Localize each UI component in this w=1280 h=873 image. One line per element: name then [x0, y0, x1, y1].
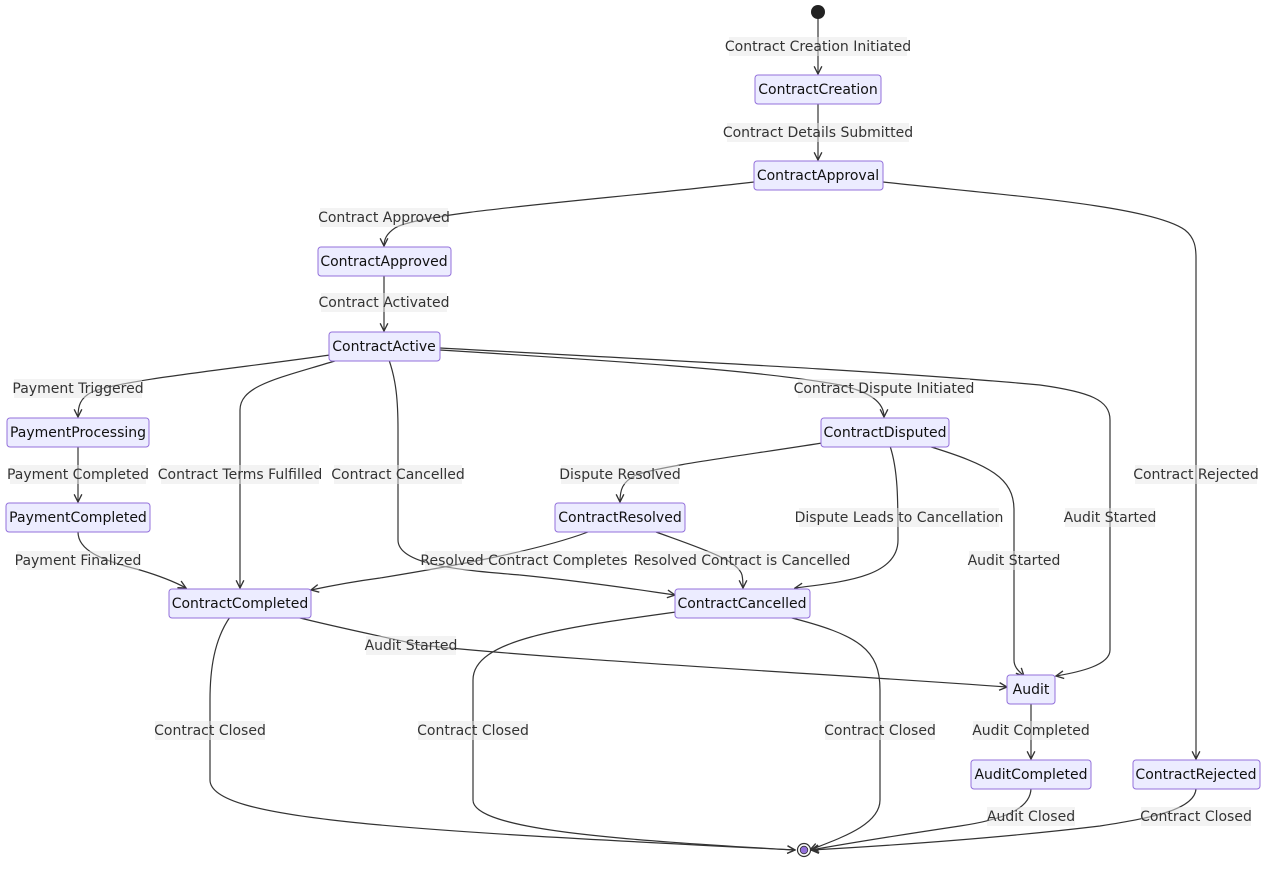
label-resolved-contract-completes: Resolved Contract Completes	[420, 551, 628, 570]
svg-text:Audit: Audit	[1013, 682, 1050, 698]
label-contract-terms-fulfilled: Contract Terms Fulfilled	[158, 465, 323, 484]
svg-text:Contract Creation Initiated: Contract Creation Initiated	[725, 39, 911, 55]
svg-text:Contract Activated: Contract Activated	[319, 295, 450, 311]
label-audit-started-disputed: Audit Started	[968, 551, 1061, 570]
svg-text:Contract Details Submitted: Contract Details Submitted	[723, 125, 913, 141]
svg-text:Audit Started: Audit Started	[1064, 510, 1157, 526]
svg-text:Contract Closed: Contract Closed	[417, 723, 529, 739]
start-state-dot	[811, 5, 825, 19]
svg-text:Contract Cancelled: Contract Cancelled	[331, 467, 465, 483]
label-contract-creation-initiated: Contract Creation Initiated	[725, 37, 911, 56]
label-contract-approved: Contract Approved	[318, 208, 450, 227]
state-audit: Audit	[1006, 674, 1056, 705]
svg-text:PaymentProcessing: PaymentProcessing	[10, 425, 146, 441]
label-audit-completed: Audit Completed	[972, 721, 1090, 740]
state-contract-approved: ContractApproved	[317, 246, 452, 277]
state-contract-active: ContractActive	[328, 331, 441, 362]
state-contract-disputed: ContractDisputed	[820, 417, 950, 448]
label-audit-started-completed: Audit Started	[365, 636, 458, 655]
svg-text:ContractDisputed: ContractDisputed	[824, 425, 947, 441]
svg-text:Contract Closed: Contract Closed	[154, 723, 266, 739]
svg-text:ContractActive: ContractActive	[332, 339, 436, 355]
label-contract-details-submitted: Contract Details Submitted	[723, 123, 913, 142]
label-contract-closed-rejected: Contract Closed	[1140, 807, 1252, 826]
svg-text:Resolved Contract Completes: Resolved Contract Completes	[420, 553, 627, 569]
state-contract-resolved: ContractResolved	[554, 502, 686, 533]
state-contract-creation: ContractCreation	[754, 74, 882, 105]
label-payment-finalized: Payment Finalized	[15, 551, 142, 570]
svg-text:Audit Completed: Audit Completed	[972, 723, 1090, 739]
svg-text:Audit Closed: Audit Closed	[987, 809, 1075, 825]
transition-labels: Contract Creation Initiated Contract Det…	[7, 37, 1259, 826]
label-dispute-leads-to-cancellation: Dispute Leads to Cancellation	[795, 508, 1004, 527]
svg-text:ContractCancelled: ContractCancelled	[677, 596, 806, 612]
svg-text:AuditCompleted: AuditCompleted	[974, 767, 1087, 783]
svg-text:Contract Terms Fulfilled: Contract Terms Fulfilled	[158, 467, 323, 483]
state-audit-completed: AuditCompleted	[970, 759, 1092, 790]
svg-text:ContractRejected: ContractRejected	[1135, 767, 1256, 783]
label-contract-dispute-initiated: Contract Dispute Initiated	[794, 379, 975, 398]
svg-text:Dispute Resolved: Dispute Resolved	[559, 467, 681, 483]
end-state-marker	[796, 842, 812, 858]
label-contract-closed-completed: Contract Closed	[154, 721, 266, 740]
label-contract-cancelled: Contract Cancelled	[331, 465, 465, 484]
svg-text:Dispute Leads to Cancellation: Dispute Leads to Cancellation	[795, 510, 1004, 526]
state-contract-rejected: ContractRejected	[1132, 759, 1261, 790]
state-payment-completed: PaymentCompleted	[5, 502, 151, 533]
svg-text:Contract Rejected: Contract Rejected	[1133, 467, 1259, 483]
svg-text:Contract Closed: Contract Closed	[824, 723, 936, 739]
svg-text:Payment Triggered: Payment Triggered	[12, 381, 143, 397]
state-contract-completed: ContractCompleted	[168, 588, 312, 619]
svg-text:ContractApproval: ContractApproval	[757, 168, 879, 184]
state-nodes: ContractCreation ContractApproval Contra…	[5, 74, 1261, 790]
svg-text:Contract Approved: Contract Approved	[318, 210, 450, 226]
svg-text:Resolved Contract is Cancelled: Resolved Contract is Cancelled	[634, 553, 851, 569]
svg-text:Audit Started: Audit Started	[365, 638, 458, 654]
svg-text:PaymentCompleted: PaymentCompleted	[9, 510, 147, 526]
svg-text:Contract Dispute Initiated: Contract Dispute Initiated	[794, 381, 975, 397]
label-resolved-contract-is-cancelled: Resolved Contract is Cancelled	[634, 551, 851, 570]
label-payment-triggered: Payment Triggered	[12, 379, 144, 398]
svg-text:ContractCreation: ContractCreation	[758, 82, 877, 98]
label-contract-activated: Contract Activated	[319, 293, 450, 312]
label-payment-completed: Payment Completed	[7, 465, 149, 484]
svg-text:ContractCompleted: ContractCompleted	[172, 596, 309, 612]
svg-text:ContractResolved: ContractResolved	[558, 510, 681, 526]
state-payment-processing: PaymentProcessing	[6, 417, 150, 448]
label-contract-closed-cancelled-left: Contract Closed	[417, 721, 529, 740]
svg-text:Contract Closed: Contract Closed	[1140, 809, 1252, 825]
label-contract-closed-cancelled-right: Contract Closed	[824, 721, 936, 740]
label-contract-rejected: Contract Rejected	[1133, 465, 1259, 484]
label-audit-closed: Audit Closed	[987, 807, 1075, 826]
svg-text:Payment Completed: Payment Completed	[7, 467, 149, 483]
svg-text:ContractApproved: ContractApproved	[320, 254, 447, 270]
svg-text:Payment Finalized: Payment Finalized	[15, 553, 142, 569]
svg-text:Audit Started: Audit Started	[968, 553, 1061, 569]
state-contract-cancelled: ContractCancelled	[674, 588, 811, 619]
label-dispute-resolved: Dispute Resolved	[559, 465, 681, 484]
label-audit-started-active: Audit Started	[1064, 508, 1157, 527]
state-contract-approval: ContractApproval	[753, 160, 884, 191]
